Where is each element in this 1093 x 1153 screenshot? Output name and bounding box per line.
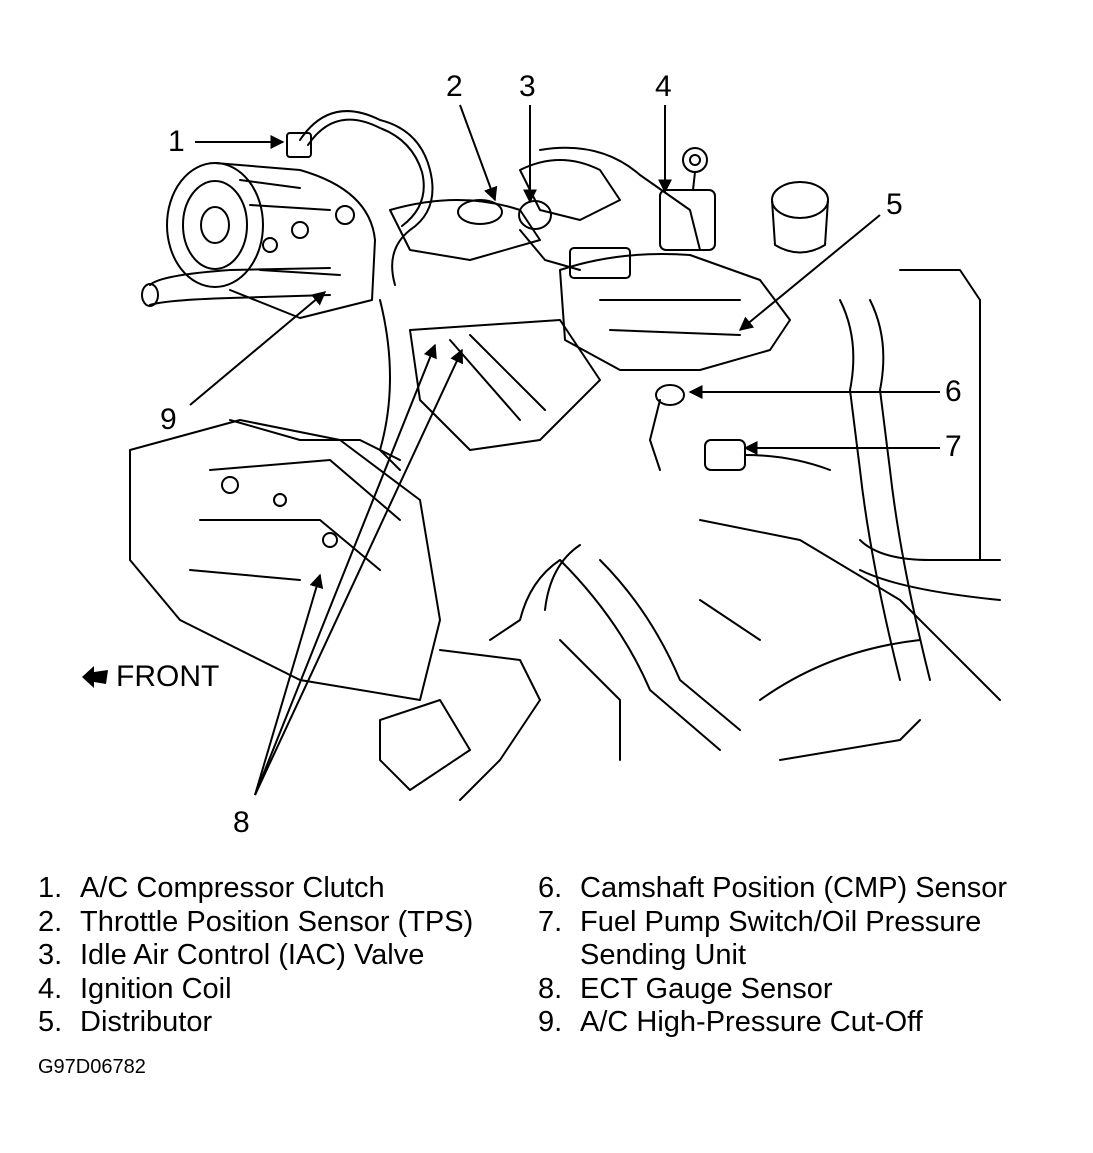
legend-text: Ignition Coil (80, 972, 232, 1005)
legend-right: 6. Camshaft Position (CMP) Sensor 7. Fuel … (538, 872, 1007, 1040)
front-label: FRONT (116, 660, 220, 693)
legend-text: A/C High-Pressure Cut-Off (580, 1006, 923, 1038)
legend-number: 7. (538, 905, 563, 938)
legend-number: 9. (538, 1006, 563, 1038)
leader-lines (189, 104, 940, 796)
front-arrow-icon (82, 666, 108, 688)
legend-item: 3. Idle Air Control (IAC) Valve (38, 939, 473, 973)
legend-number: 2. (38, 905, 63, 938)
callout-7: 7 (945, 430, 962, 463)
callout-8: 8 (233, 806, 250, 839)
legend-item: 6. Camshaft Position (CMP) Sensor (538, 872, 1007, 906)
engine-diagram (129, 104, 1001, 801)
legend-continuation: Sending Unit (580, 939, 747, 971)
figure-id: G97D06782 (38, 1056, 146, 1078)
callout-9: 9 (160, 403, 177, 436)
legend-number: 3. (38, 939, 63, 971)
callout-3: 3 (519, 70, 536, 103)
callout-6: 6 (945, 375, 962, 408)
callout-1: 1 (168, 125, 185, 158)
legend-number: 5. (38, 1006, 63, 1038)
legend-item: 2. Throttle Position Sensor (TPS) (38, 906, 473, 940)
front-indicator: FRONT (80, 660, 219, 694)
callout-4: 4 (655, 70, 672, 103)
legend-text: Idle Air Control (IAC) Valve (80, 939, 425, 971)
legend-item: 5. Distributor (38, 1006, 473, 1040)
legend-text: Fuel Pump Switch/Oil Pressure (580, 905, 982, 938)
legend-item: 4. Ignition Coil (38, 973, 473, 1007)
legend-number: 1. (38, 872, 63, 904)
legend-number: 4. (38, 972, 63, 1005)
legend-item: 7. Fuel Pump Switch/Oil Pressure (538, 906, 1007, 940)
legend-item: 8. ECT Gauge Sensor (538, 973, 1007, 1007)
legend-text: ECT Gauge Sensor (580, 972, 833, 1005)
legend-item: 1. A/C Compressor Clutch (38, 872, 473, 906)
legend-text: A/C Compressor Clutch (80, 872, 385, 904)
legend-text: Throttle Position Sensor (TPS) (80, 905, 474, 938)
engine-drawing (129, 110, 1001, 801)
legend-left: 1. A/C Compressor Clutch 2. Throttle Posit… (38, 872, 473, 1040)
legend-number: 8. (538, 972, 563, 1005)
legend-item: 9. A/C High-Pressure Cut-Off (538, 1006, 1007, 1040)
legend-text: Camshaft Position (CMP) Sensor (580, 872, 1008, 904)
callout-2: 2 (446, 70, 463, 103)
legend-text: Distributor (80, 1006, 213, 1038)
legend-number: 6. (538, 872, 563, 904)
callout-5: 5 (886, 188, 903, 221)
